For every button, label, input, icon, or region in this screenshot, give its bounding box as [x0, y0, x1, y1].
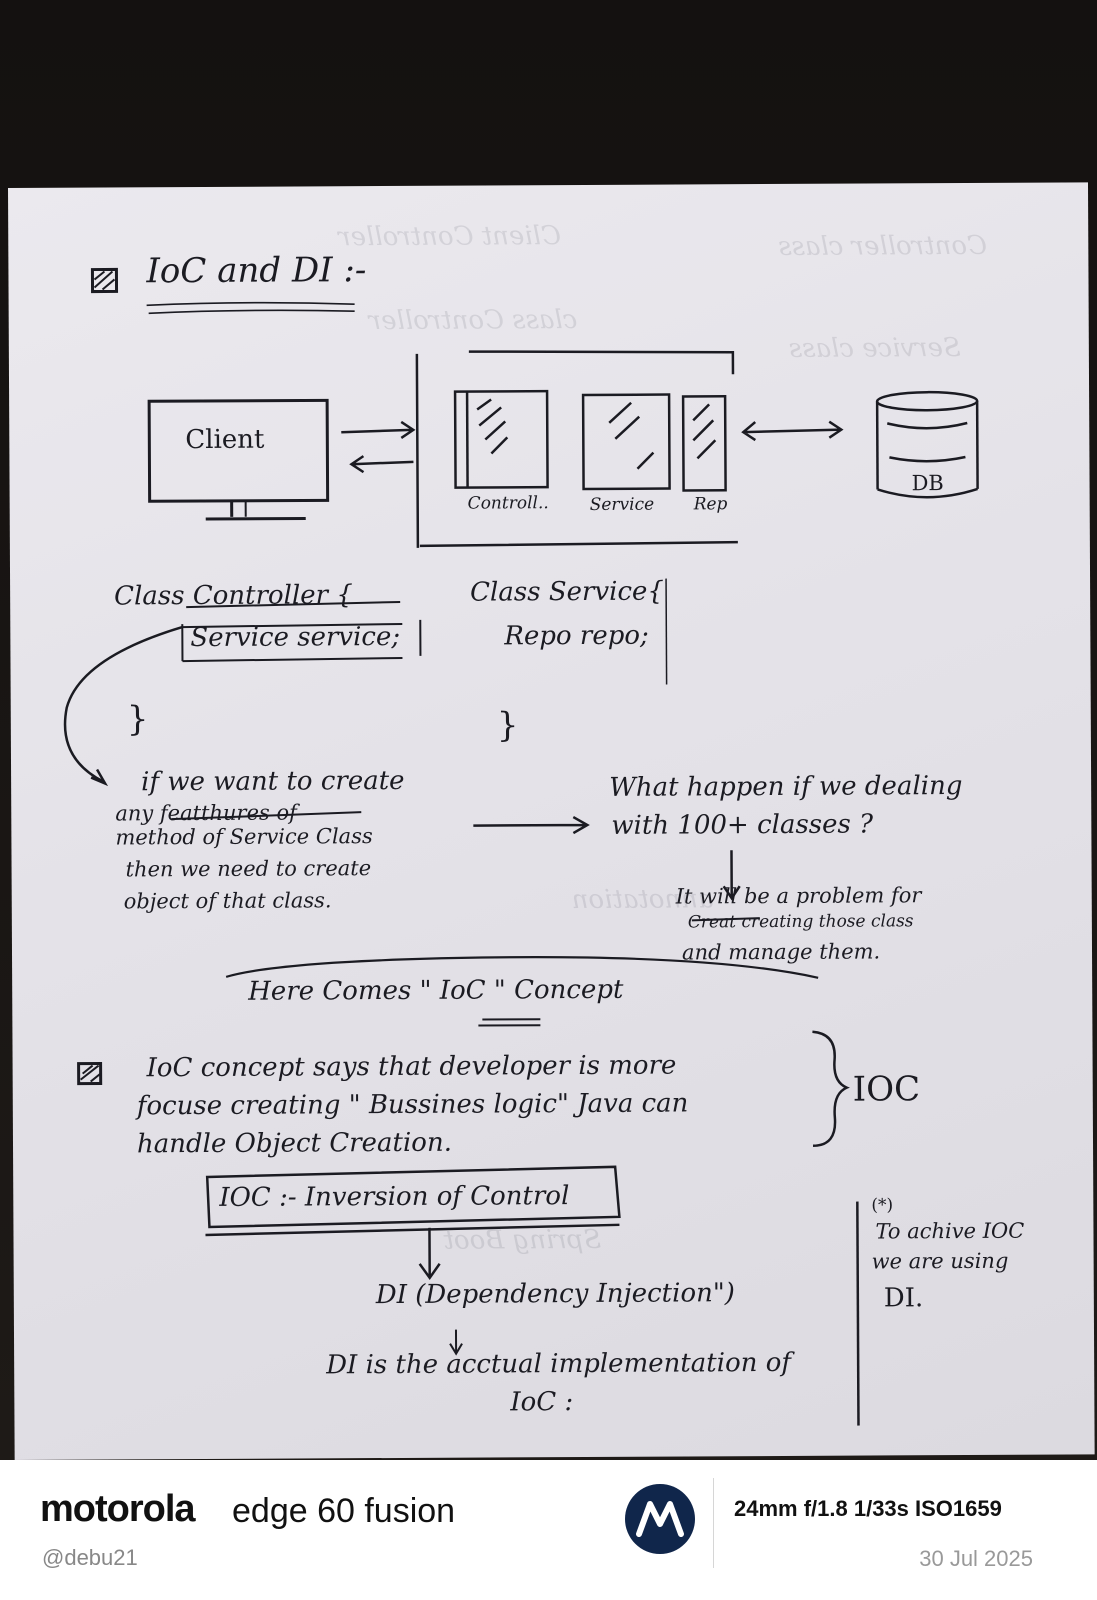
service-box [581, 393, 671, 491]
note-left-line: method of Service Class [115, 824, 373, 850]
ioc-definition-box [205, 1165, 621, 1237]
di-definition: DI (Dependency Injection") [375, 1278, 736, 1311]
camera-exif: 24mm f/1.8 1/33s ISO1659 [734, 1496, 1002, 1521]
heading-ioc-di: IoC and DI :- [146, 250, 367, 292]
side-note-line: DI. [883, 1283, 924, 1314]
app-db-arrow [741, 420, 844, 442]
heading-checkbox-icon [90, 267, 119, 294]
notebook-page: Client Controller Controller class class… [8, 182, 1095, 1460]
motorola-logo-icon [625, 1484, 695, 1554]
controller-class-line: Class Controller { [114, 580, 353, 612]
ioc-underline [478, 1018, 541, 1027]
note-left-line: object of that class. [123, 888, 332, 914]
curved-arrow [63, 625, 183, 787]
side-note-line: To achive IOC [875, 1218, 1025, 1244]
note-left-line: if we want to create [141, 765, 405, 798]
service-class-line: Class Service{ [470, 576, 664, 608]
ioc-concept-line: focuse creating " Bussines logic" Java c… [136, 1088, 689, 1122]
side-note-mark: (*) [871, 1195, 894, 1216]
di-implementation-line: IoC : [510, 1387, 574, 1418]
client-label: Client [185, 424, 265, 456]
question-arrow [473, 815, 590, 835]
ioc-brace-label: IOC [852, 1069, 921, 1110]
service-code-margin [665, 578, 668, 685]
ioc-definition: IOC :- Inversion of Control [219, 1181, 570, 1213]
strike-through [691, 917, 760, 922]
ioc-checkbox-icon [77, 1062, 103, 1086]
application-bracket [415, 350, 738, 548]
photo: Client Controller Controller class class… [0, 0, 1097, 1460]
footer-divider [713, 1478, 714, 1568]
side-note-divider [856, 1201, 860, 1426]
controller-label: Controll.. [467, 493, 549, 514]
answer-line: and manage them. [681, 939, 881, 965]
controller-code-box [181, 600, 422, 663]
wrap-arrow [225, 956, 819, 979]
brand-name: motorola [40, 1488, 196, 1530]
client-app-arrows [341, 420, 416, 474]
repo-box [681, 394, 727, 492]
db-label: DB [911, 471, 944, 496]
device-model: edge 60 fusion [232, 1492, 456, 1530]
answer-arrow [722, 850, 741, 901]
strike-through [171, 811, 362, 821]
controller-close-brace: } [126, 699, 149, 740]
here-comes-ioc-line: Here Comes " IoC " Concept [248, 974, 624, 1007]
repo-label: Rep [693, 494, 728, 515]
service-field-line: Repo repo; [504, 620, 649, 652]
capture-date: 30 Jul 2025 [919, 1546, 1033, 1571]
side-note-line: we are using [871, 1248, 1009, 1274]
controller-box [453, 389, 549, 489]
ioc-brace [812, 1030, 850, 1148]
heading-underline [146, 301, 355, 315]
note-left-line: then we need to create [125, 856, 372, 882]
user-handle: @debu21 [42, 1545, 138, 1570]
service-label: Service [589, 494, 655, 515]
controller-field-line: Service service; [190, 621, 401, 654]
question-line: What happen if we dealing [609, 771, 963, 803]
camera-watermark-footer: motorola edge 60 fusion @debu21 24mm f/1… [0, 1460, 1097, 1600]
service-close-brace: } [496, 705, 519, 746]
di-arrow [418, 1227, 441, 1280]
ioc-concept-line: handle Object Creation. [136, 1127, 453, 1160]
database-icon [875, 390, 979, 499]
answer-line: Creat creating those class [687, 911, 914, 933]
question-line: with 100+ classes ? [611, 809, 874, 841]
note-left-line: any featthures of [115, 800, 297, 826]
di-impl-arrow [449, 1329, 463, 1356]
ioc-concept-line: IoC concept says that developer is more [146, 1050, 677, 1084]
client-monitor-icon [147, 398, 330, 521]
pen-drawings [63, 267, 979, 1426]
di-implementation-line: DI is the acctual implementation of [326, 1347, 792, 1381]
answer-line: It will be a problem for [675, 883, 922, 909]
